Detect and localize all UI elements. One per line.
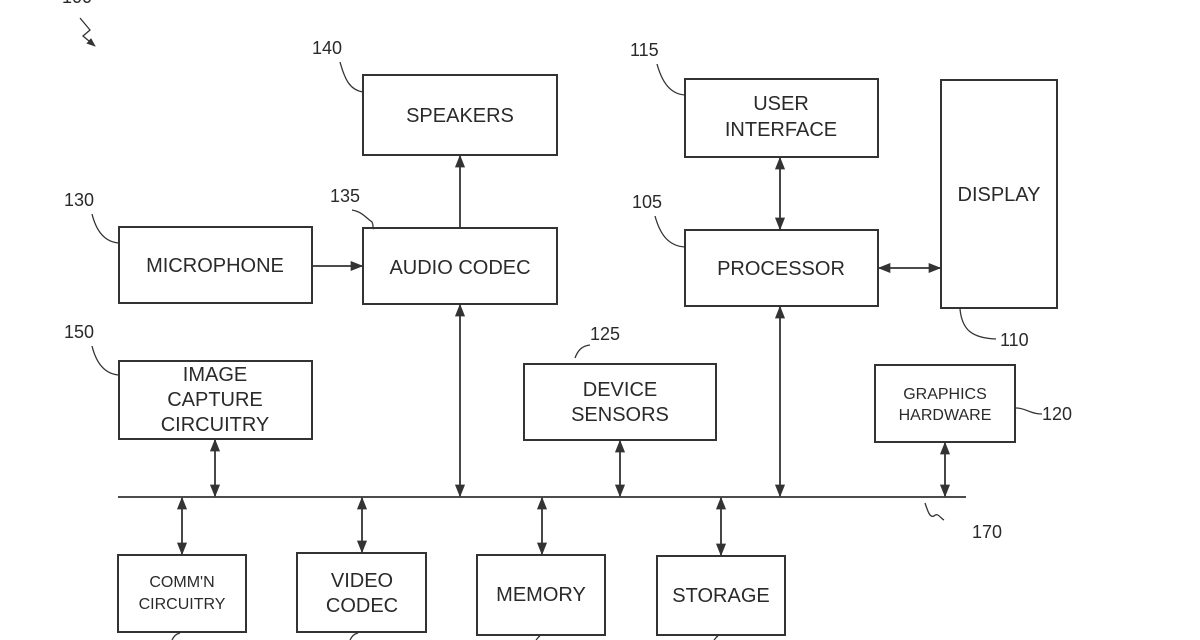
svg-text:USER: USER [753, 93, 809, 115]
ref-170: 170 [972, 522, 1002, 542]
figure-ref-arrow [80, 18, 95, 46]
comm-circuitry-block: COMM'N CIRCUITRY [118, 555, 246, 632]
svg-text:IMAGE: IMAGE [183, 364, 247, 386]
ref-115: 115 [630, 40, 659, 60]
ref-125: 125 [590, 324, 620, 344]
svg-text:STORAGE: STORAGE [672, 585, 769, 607]
ref-110: 110 [1000, 330, 1029, 350]
svg-text:MICROPHONE: MICROPHONE [146, 255, 284, 277]
ref-130-leader [92, 214, 119, 243]
ref-105-leader [655, 216, 685, 247]
user-interface-block: USER INTERFACE [685, 79, 878, 157]
ref-170-leader [925, 503, 944, 520]
ref-140: 140 [312, 38, 342, 58]
svg-text:AUDIO CODEC: AUDIO CODEC [389, 257, 530, 279]
svg-text:DISPLAY: DISPLAY [958, 184, 1041, 206]
memory-block: MEMORY [477, 555, 605, 635]
memory-leader-stub [536, 636, 540, 640]
processor-block: PROCESSOR [685, 230, 878, 306]
svg-text:HARDWARE: HARDWARE [899, 407, 992, 424]
ref-120-leader [1016, 408, 1042, 414]
storage-leader-stub [714, 636, 718, 640]
svg-text:PROCESSOR: PROCESSOR [717, 258, 845, 280]
svg-text:VIDEO: VIDEO [331, 570, 393, 592]
video-codec-block: VIDEO CODEC [297, 553, 426, 632]
svg-text:INTERFACE: INTERFACE [725, 119, 837, 141]
svg-text:MEMORY: MEMORY [496, 584, 586, 606]
ref-125-leader [575, 345, 590, 358]
graphics-hardware-block: GRAPHICS HARDWARE [875, 365, 1015, 442]
svg-text:CAPTURE: CAPTURE [167, 389, 263, 411]
svg-text:SENSORS: SENSORS [571, 404, 669, 426]
ref-120: 120 [1042, 404, 1072, 424]
ref-110-leader [960, 309, 996, 339]
speakers-block: SPEAKERS [363, 75, 557, 155]
svg-text:CIRCUITRY: CIRCUITRY [139, 596, 226, 613]
ref-130: 130 [64, 190, 94, 210]
svg-text:GRAPHICS: GRAPHICS [903, 386, 987, 403]
ref-135-leader [352, 210, 374, 229]
video-leader-stub [350, 633, 358, 640]
image-capture-block: IMAGE CAPTURE CIRCUITRY [119, 361, 312, 439]
ref-115-leader [657, 64, 685, 95]
svg-text:DEVICE: DEVICE [583, 379, 657, 401]
ref-150-leader [92, 346, 119, 375]
ref-135: 135 [330, 186, 360, 206]
figure-ref: 100 [62, 0, 92, 7]
svg-text:SPEAKERS: SPEAKERS [406, 105, 514, 127]
svg-text:COMM'N: COMM'N [149, 574, 214, 591]
ref-105: 105 [632, 192, 662, 212]
svg-text:CODEC: CODEC [326, 595, 398, 617]
audio-codec-block: AUDIO CODEC [363, 228, 557, 304]
microphone-block: MICROPHONE [119, 227, 312, 303]
svg-text:CIRCUITRY: CIRCUITRY [161, 414, 270, 436]
device-sensors-block: DEVICE SENSORS [524, 364, 716, 440]
ref-150: 150 [64, 322, 94, 342]
display-block: DISPLAY [941, 80, 1057, 308]
storage-block: STORAGE [657, 556, 785, 635]
comm-leader-stub [172, 633, 180, 640]
ref-140-leader [340, 62, 363, 92]
